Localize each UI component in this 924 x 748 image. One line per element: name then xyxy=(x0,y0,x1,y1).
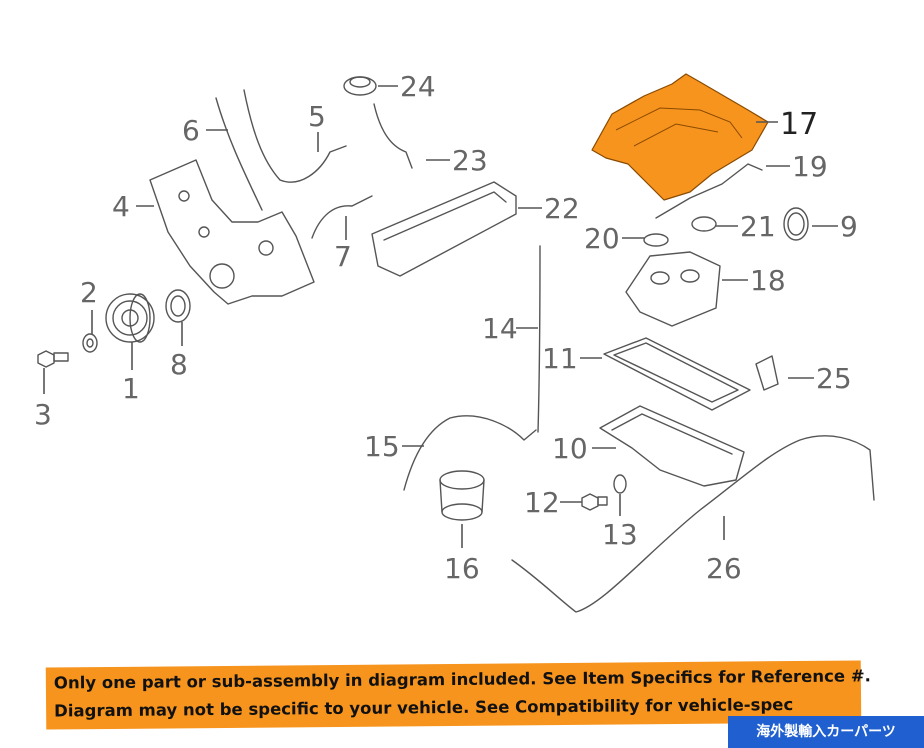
callout-2-label: 2 xyxy=(80,276,98,309)
part-15-dipstick-tube xyxy=(403,415,537,491)
callout-10-label: 10 xyxy=(552,432,588,465)
callout-12-label: 12 xyxy=(524,486,560,519)
callout-19-label: 19 xyxy=(792,150,828,183)
part-3-bolt xyxy=(37,350,69,368)
part-1-crank-pulley xyxy=(105,293,155,343)
part-21-gasket xyxy=(691,216,717,232)
callout-15: 15 xyxy=(364,430,424,463)
callout-17-label: 17 xyxy=(780,107,818,142)
callout-16: 16 xyxy=(444,524,480,585)
callout-1: 1 xyxy=(122,342,140,405)
part-7-gasket xyxy=(311,195,373,239)
disclaimer-line-1: Only one part or sub-assembly in diagram… xyxy=(53,666,871,693)
part-17-intake-manifold xyxy=(591,73,769,201)
callout-9-label: 9 xyxy=(840,210,858,243)
callout-21-label: 21 xyxy=(740,210,776,243)
callout-8-label: 8 xyxy=(170,348,188,381)
part-22-valve-cover xyxy=(371,181,517,277)
callout-5-label: 5 xyxy=(308,100,326,133)
part-16-oil-filter xyxy=(439,470,485,521)
callout-11: 11 xyxy=(542,342,602,375)
callout-3: 3 xyxy=(34,368,52,431)
callout-15-label: 15 xyxy=(364,430,400,463)
part-23-tube xyxy=(373,103,413,169)
part-13-washer xyxy=(613,474,627,494)
callout-25: 25 xyxy=(788,362,852,395)
part-24-oil-cap xyxy=(343,76,377,96)
part-26-harness xyxy=(511,435,875,613)
callout-23-label: 23 xyxy=(452,144,488,177)
callout-18-label: 18 xyxy=(750,264,786,297)
callout-11-label: 11 xyxy=(542,342,578,375)
callout-20-label: 20 xyxy=(584,222,620,255)
part-8-seal xyxy=(165,289,191,323)
callout-5: 5 xyxy=(308,100,326,152)
callout-13-label: 13 xyxy=(602,518,638,551)
callout-12: 12 xyxy=(524,486,582,519)
part-14-dipstick xyxy=(537,245,541,433)
part-11-pan-gasket xyxy=(603,337,751,411)
callout-1-label: 1 xyxy=(122,372,140,405)
callout-20: 20 xyxy=(584,222,644,255)
part-2-washer xyxy=(82,333,98,353)
part-4-timing-cover xyxy=(149,159,315,305)
part-5-gasket xyxy=(243,89,347,183)
part-12-drain-plug xyxy=(581,493,608,511)
watermark-badge: 海外製輸入カーパーツ xyxy=(728,716,924,748)
callout-21: 21 xyxy=(716,210,776,243)
callout-24: 24 xyxy=(378,70,436,103)
callout-14: 14 xyxy=(482,312,538,345)
callout-26: 26 xyxy=(706,516,742,585)
callout-16-label: 16 xyxy=(444,552,480,585)
callout-19: 19 xyxy=(766,150,828,183)
part-25-bracket xyxy=(755,355,779,391)
callout-4-label: 4 xyxy=(112,190,130,223)
callout-7: 7 xyxy=(334,216,352,273)
callout-13: 13 xyxy=(602,494,638,551)
part-19-gasket xyxy=(655,163,763,219)
part-6-gasket xyxy=(215,97,263,211)
callout-6-label: 6 xyxy=(182,114,200,147)
callout-18: 18 xyxy=(722,264,786,297)
part-10-oil-pan xyxy=(599,405,745,487)
callout-24-label: 24 xyxy=(400,70,436,103)
callout-17: 17 xyxy=(756,107,818,142)
callout-22-label: 22 xyxy=(544,192,580,225)
disclaimer-line-2: Diagram may not be specific to your vehi… xyxy=(54,695,794,721)
part-20-gasket xyxy=(643,233,669,247)
callout-26-label: 26 xyxy=(706,552,742,585)
callout-10: 10 xyxy=(552,432,616,465)
callout-3-label: 3 xyxy=(34,398,52,431)
part-18-plenum xyxy=(625,251,721,327)
callout-25-label: 25 xyxy=(816,362,852,395)
callout-22: 22 xyxy=(518,192,580,225)
callout-14-label: 14 xyxy=(482,312,518,345)
callout-6: 6 xyxy=(182,114,228,147)
callout-4: 4 xyxy=(112,190,154,223)
part-9-seal xyxy=(783,207,809,241)
callout-7-label: 7 xyxy=(334,240,352,273)
callout-23: 23 xyxy=(426,144,488,177)
callout-2: 2 xyxy=(80,276,98,334)
callout-9: 9 xyxy=(812,210,858,243)
callout-8: 8 xyxy=(170,322,188,381)
